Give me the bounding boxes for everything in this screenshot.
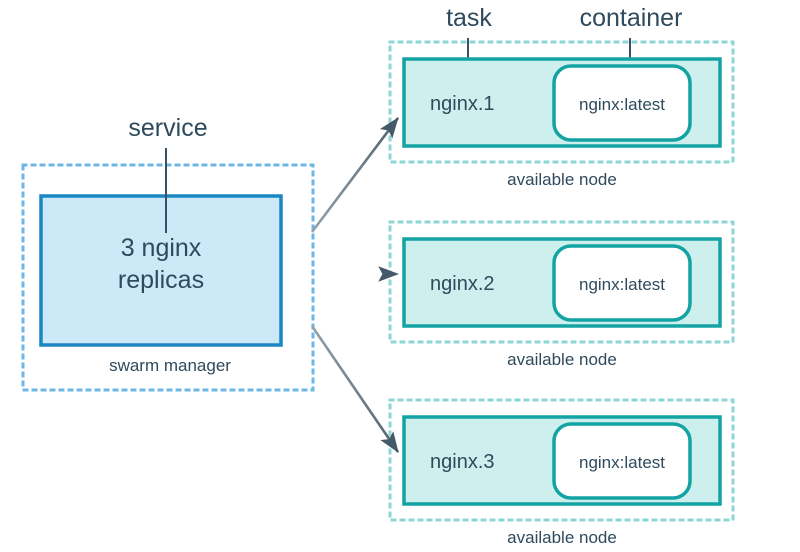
annotation-task-label: task [446,4,492,32]
node-3-boundary [388,398,735,522]
annotation-service-label: service [128,114,207,142]
arrows-group [310,117,400,453]
service-box[interactable] [39,194,283,347]
node-3-group: nginx.3 nginx:latest available node [388,398,735,547]
node-1-boundary [388,40,735,164]
swarm-manager-group: 3 nginx replicas swarm manager [21,163,315,392]
node-1-group: nginx.1 nginx:latest available node [388,40,735,189]
node-3-task-label: nginx.3 [430,451,495,473]
node-2-group: nginx.2 nginx:latest available node [388,220,735,369]
node-2-caption: available node [507,350,617,369]
node-3-caption: available node [507,528,617,547]
node-1-task-label: nginx.1 [430,93,495,115]
annotation-service: service [128,114,208,233]
swarm-manager-caption: swarm manager [109,356,231,375]
node-1-caption: available node [507,170,617,189]
service-box-line2: replicas [118,266,204,294]
annotation-container: container [580,4,683,93]
annotation-container-label: container [580,4,683,32]
swarm-manager-boundary [21,163,315,392]
arrow-to-node-1 [310,117,400,233]
node-1-container-label: nginx:latest [579,95,665,114]
node-2-container-label: nginx:latest [579,275,665,294]
node-3-container-box[interactable] [552,422,692,500]
node-1-container-box[interactable] [552,64,692,142]
node-2-container-box[interactable] [552,244,692,322]
node-3-container-label: nginx:latest [579,453,665,472]
node-2-task-label: nginx.2 [430,273,495,295]
arrow-to-node-3 [310,325,400,453]
service-box-line1: 3 nginx [121,234,202,262]
node-2-boundary [388,220,735,344]
